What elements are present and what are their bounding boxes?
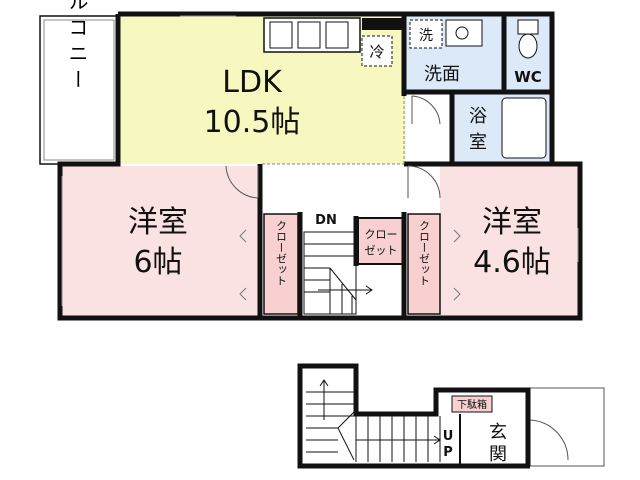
- washer-label: 洗: [419, 28, 433, 44]
- closet-left: クローゼット: [263, 213, 299, 315]
- washroom-label: 洗面: [424, 64, 460, 85]
- windows: [61, 15, 579, 306]
- kitchen-counter: [263, 17, 402, 53]
- bathroom: 浴 室: [452, 94, 550, 162]
- closet-center: クロー ゼット: [357, 217, 405, 265]
- wc-room: WC: [506, 16, 550, 94]
- closet-left-label: クローゼット: [275, 220, 288, 286]
- western-room-left: 洋室 6帖: [60, 166, 260, 316]
- stairs-down-label: DN: [315, 213, 337, 228]
- closet-center-line2: ゼット: [365, 244, 398, 257]
- closet-door-marks: [239, 229, 461, 301]
- stairs-up-p: P: [443, 445, 453, 460]
- washroom: 洗 洗面: [406, 16, 502, 94]
- entrance-label-top: 玄: [489, 422, 507, 443]
- walls-upper: [57, 11, 583, 321]
- bath-label-bottom: 室: [469, 132, 487, 153]
- fridge-label: 冷: [369, 43, 384, 61]
- stairs-up-u: U: [443, 429, 454, 444]
- western-left-name: 洋室: [128, 205, 188, 240]
- wc-label: WC: [514, 68, 542, 86]
- ldk-name: LDK: [222, 65, 283, 100]
- door-swings: [225, 95, 441, 199]
- western-right-name: 洋室: [482, 205, 542, 240]
- closet-right: クローゼット: [407, 213, 441, 315]
- western-right-size: 4.6帖: [473, 245, 551, 280]
- bath-label-top: 浴: [469, 106, 487, 127]
- stairs-down: DN: [303, 213, 373, 315]
- balcony-label: バルコニー: [65, 0, 89, 95]
- western-room-right: 洋室 4.6帖: [440, 166, 578, 316]
- fridge: 冷: [361, 35, 393, 67]
- walls-lower: [297, 363, 531, 469]
- western-left-size: 6帖: [133, 245, 182, 280]
- entrance-label-bottom: 関: [489, 444, 507, 465]
- shoe-box-label: 下駄箱: [457, 398, 487, 411]
- ldk-size: 10.5帖: [204, 105, 301, 140]
- closet-center-line1: クロー: [365, 228, 398, 241]
- closet-right-label: クローゼット: [418, 220, 431, 286]
- lower-floor: 下駄箱 U P 玄 関: [297, 363, 605, 469]
- balcony: バルコニー: [39, 0, 119, 165]
